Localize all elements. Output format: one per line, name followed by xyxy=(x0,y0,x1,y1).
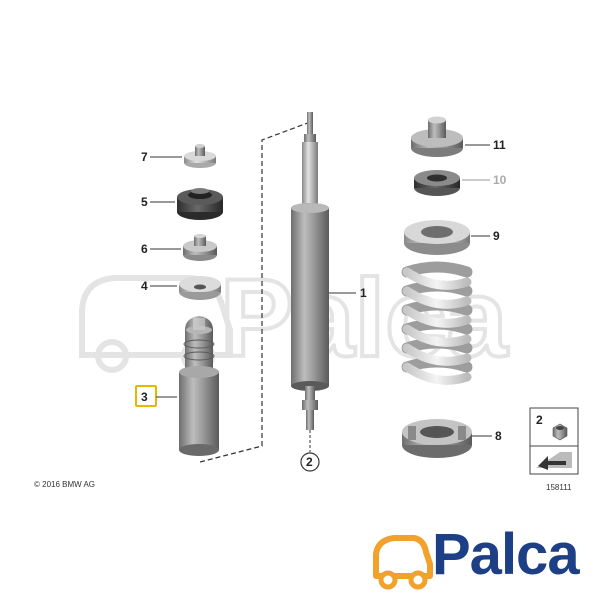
callout-1: 1 xyxy=(360,286,367,300)
copyright-text: © 2016 BMW AG xyxy=(34,480,95,489)
logo-text: Palca xyxy=(432,522,580,587)
part-7-cap-nut xyxy=(184,144,216,168)
callout-6: 6 xyxy=(141,242,148,256)
callout-3-highlight xyxy=(135,385,157,407)
coil-spring xyxy=(401,261,473,385)
wrench-arrow-icon xyxy=(536,452,572,470)
assembly-bracket xyxy=(199,120,314,463)
part-11-top-mount xyxy=(411,116,463,157)
part-8-spring-pad-lower xyxy=(402,419,472,458)
callout-5: 5 xyxy=(141,195,148,209)
palca-logo: Palca xyxy=(368,520,594,594)
callout-7: 7 xyxy=(141,150,148,164)
legend-ref: 2 xyxy=(536,413,543,427)
diagram-id: 158111 xyxy=(546,483,572,492)
part-5-rubber-mount xyxy=(177,188,223,220)
part-3-bump-stop-boot xyxy=(179,316,219,456)
circle-ref-2-label: 2 xyxy=(306,455,313,469)
callout-8: 8 xyxy=(495,429,502,443)
fastener-legend: 2 xyxy=(529,407,579,475)
van-logo-icon xyxy=(373,535,433,590)
callout-9: 9 xyxy=(493,229,500,243)
part-9-spring-pad-upper xyxy=(404,220,470,255)
callout-4: 4 xyxy=(141,279,148,293)
part-1-shock-absorber xyxy=(291,112,329,430)
part-10-damping-ring xyxy=(414,170,460,196)
callout-11: 11 xyxy=(493,138,506,152)
circle-ref-2 xyxy=(300,452,320,472)
callout-3: 3 xyxy=(141,390,148,404)
callout-10: 10 xyxy=(493,173,507,187)
hex-nut-icon xyxy=(552,423,568,441)
part-6-bushing xyxy=(183,234,217,261)
part-4-washer xyxy=(179,276,221,300)
